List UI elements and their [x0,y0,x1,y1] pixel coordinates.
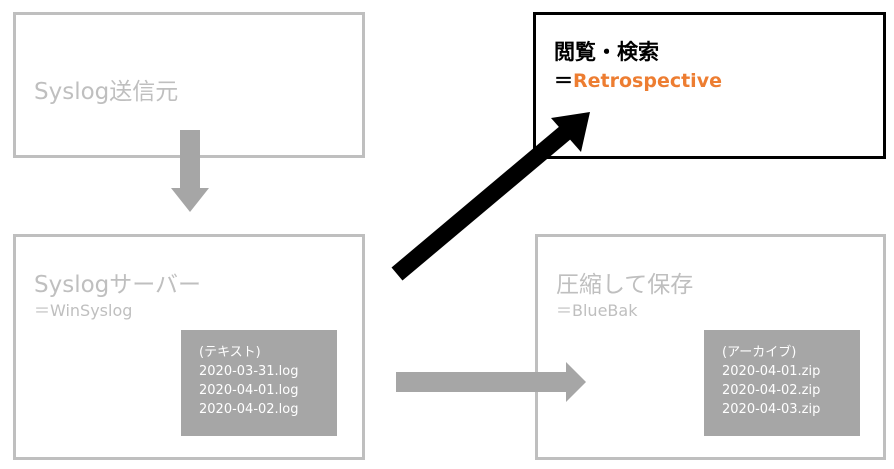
text-log-file: 2020-03-31.log [199,364,299,379]
archive-file: 2020-04-01.zip [722,364,821,379]
text-log-file: 2020-04-01.log [199,383,299,398]
syslog-server-subtitle: ＝WinSyslog [34,301,133,320]
text-log-file-panel: (テキスト) 2020-03-31.log 2020-04-01.log 202… [181,330,337,436]
compress-store-subtitle: ＝BlueBak [556,301,638,320]
arrow-diagonal-shaft [391,125,572,281]
arrow-down-icon [171,130,209,212]
syslog-server-title: Syslogサーバー [34,272,202,298]
syslog-source-title: Syslog送信元 [34,79,179,105]
arrow-right-icon [396,362,586,402]
browse-search-subtitle-prefix: ＝ [554,70,574,92]
browse-search-title: 閲覧・検索 [554,40,659,64]
archive-file: 2020-04-03.zip [722,402,821,417]
compress-store-title: 圧縮して保存 [556,272,694,298]
compress-store-box: 圧縮して保存 ＝BlueBak (アーカイブ) 2020-04-01.zip 2… [535,234,886,460]
syslog-server-box: Syslogサーバー ＝WinSyslog (テキスト) 2020-03-31.… [13,234,365,460]
text-log-file: 2020-04-02.log [199,402,299,417]
archive-file-panel: (アーカイブ) 2020-04-01.zip 2020-04-02.zip 20… [704,330,860,436]
archive-file: 2020-04-02.zip [722,383,821,398]
arrow-up-right-icon [551,112,590,152]
retrospective-label: Retrospective [573,70,722,92]
browse-search-box: 閲覧・検索 ＝Retrospective [533,12,886,159]
archive-heading: (アーカイブ) [722,345,797,360]
browse-search-subtitle: ＝Retrospective [554,66,722,93]
text-log-heading: (テキスト) [199,345,261,360]
